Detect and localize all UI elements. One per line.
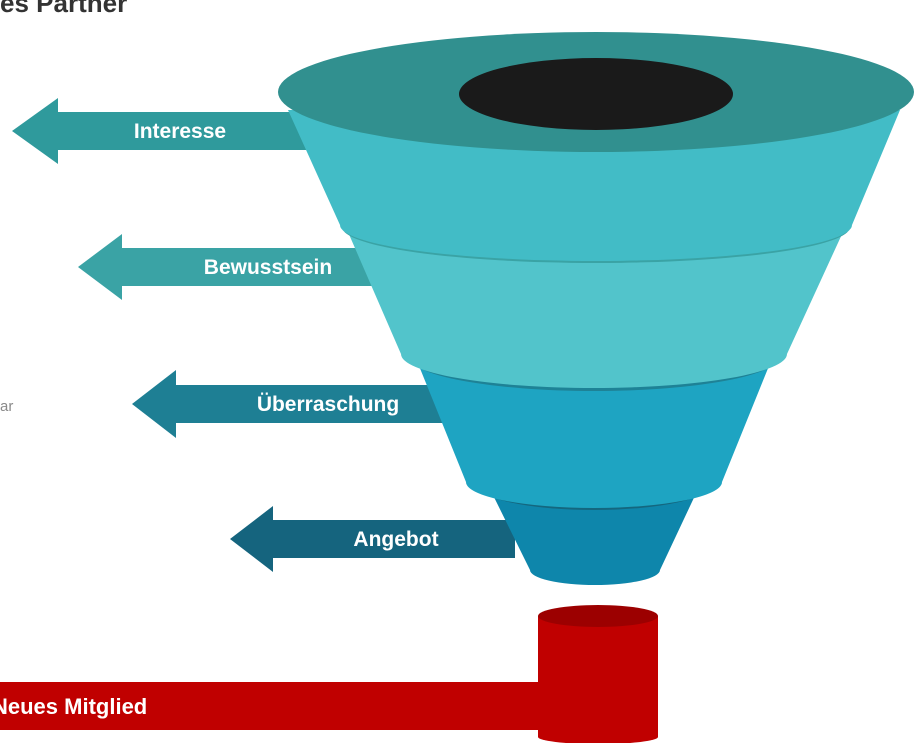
funnel-band-2 bbox=[348, 232, 843, 388]
funnel-band-3 bbox=[415, 356, 773, 508]
output-label: Neues Mitglied bbox=[0, 694, 147, 719]
arrow-ueberraschung bbox=[132, 370, 450, 438]
side-note-text: ar bbox=[0, 398, 14, 415]
output-cylinder-top bbox=[538, 605, 658, 627]
arrow-label-interesse: Interesse bbox=[134, 120, 226, 143]
funnel-hole bbox=[459, 58, 733, 130]
output-cylinder-body bbox=[538, 616, 658, 737]
arrow-label-ueberraschung: Überraschung bbox=[257, 393, 399, 416]
page-title: es Partner bbox=[0, 0, 128, 18]
output-cylinder-bottom bbox=[538, 730, 658, 743]
arrow-label-angebot: Angebot bbox=[353, 528, 438, 551]
funnel-band-4 bbox=[489, 487, 699, 585]
output-bar bbox=[0, 682, 560, 730]
arrow-angebot bbox=[230, 506, 515, 572]
funnel-band-1 bbox=[288, 110, 900, 261]
arrow-label-bewusstsein: Bewusstsein bbox=[204, 256, 332, 279]
arrow-interesse bbox=[12, 98, 330, 164]
arrow-bewusstsein bbox=[78, 234, 390, 300]
